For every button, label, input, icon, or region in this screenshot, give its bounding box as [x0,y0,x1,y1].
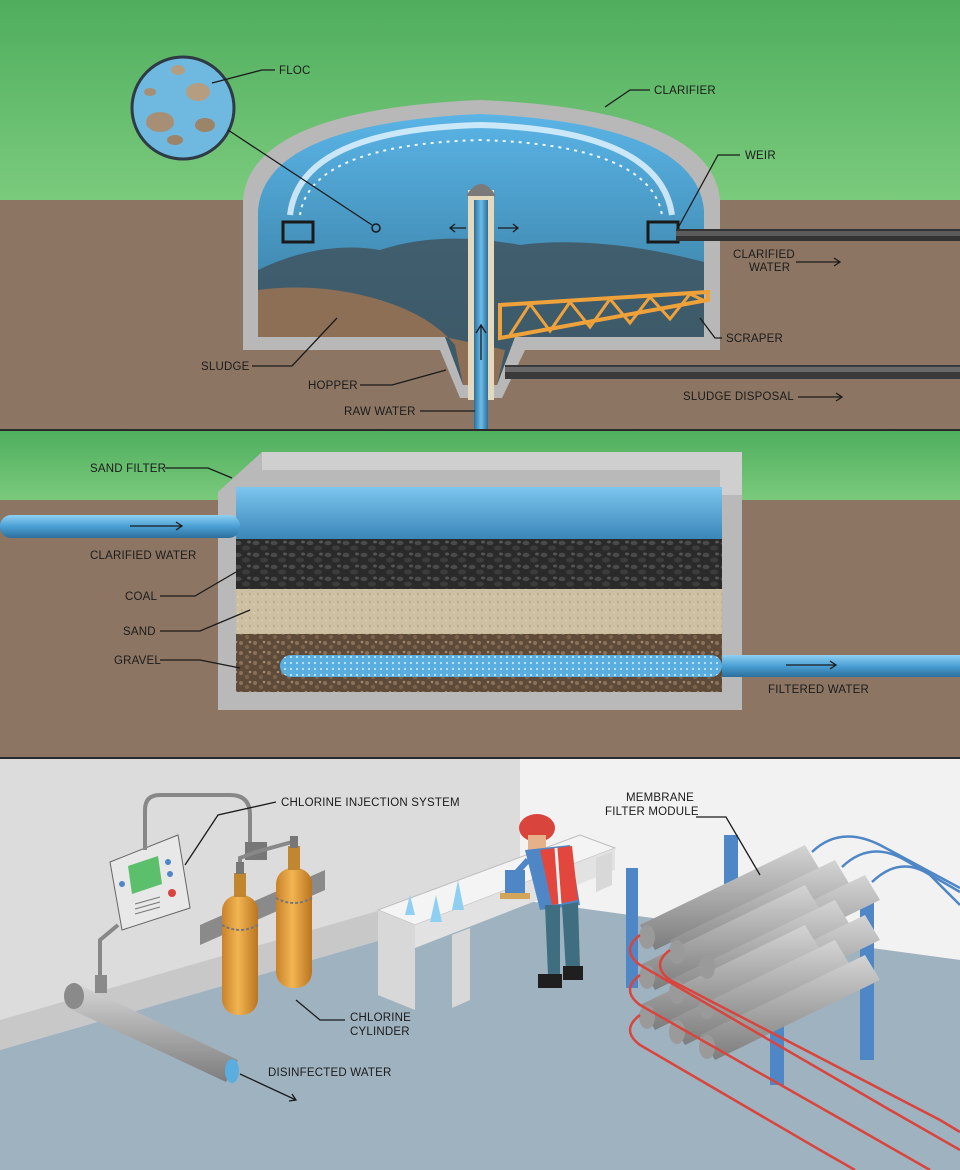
label-gravel: GRAVEL [114,655,161,667]
label-disinfected-water: DISINFECTED WATER [268,1067,392,1079]
label-clarified-water-2: WATER [749,262,790,274]
label-sand: SAND [123,626,156,638]
label-chlorine-cylinder-1: CHLORINE [350,1012,411,1024]
label-hopper: HOPPER [308,380,358,392]
label-scraper: SCRAPER [726,333,783,345]
label-sand-filter: SAND FILTER [90,463,166,475]
label-sludge: SLUDGE [201,361,250,373]
label-chlorine-cylinder-2: CYLINDER [350,1026,410,1038]
sand-filter-panel: SAND FILTER CLARIFIED WATER COAL SAND GR… [0,431,960,758]
label-floc: FLOC [279,65,310,77]
filter-water [236,487,722,539]
label-clarifier: CLARIFIER [654,85,716,97]
label-clarified-water-1: CLARIFIED [733,249,795,261]
label-coal: COAL [125,591,158,603]
perforated-underdrain [280,655,722,677]
label-filtered-water: FILTERED WATER [768,684,869,696]
label-membrane-2: FILTER MODULE [605,806,699,818]
coal-layer [236,539,722,589]
label-sludge-disposal: SLUDGE DISPOSAL [683,391,794,403]
label-raw-water: RAW WATER [344,406,416,418]
label-clarified-water: CLARIFIED WATER [90,550,197,562]
label-chlorine-injection-system: CHLORINE INJECTION SYSTEM [281,797,460,809]
raw-water-inlet-pipe [474,200,488,430]
sand-layer [236,589,722,634]
label-membrane-1: MEMBRANE [626,792,694,804]
clarifier-panel: FLOC CLARIFIER WEIR CLARIFIED WATER SCRA… [0,0,960,430]
floc-magnifier [132,57,234,159]
plant-interior-panel: CHLORINE INJECTION SYSTEM MEMBRANE FILTE… [0,759,960,1170]
clarified-water-inlet-pipe [0,515,240,538]
filtered-water-outlet-pipe [722,655,960,677]
label-weir: WEIR [745,150,776,162]
